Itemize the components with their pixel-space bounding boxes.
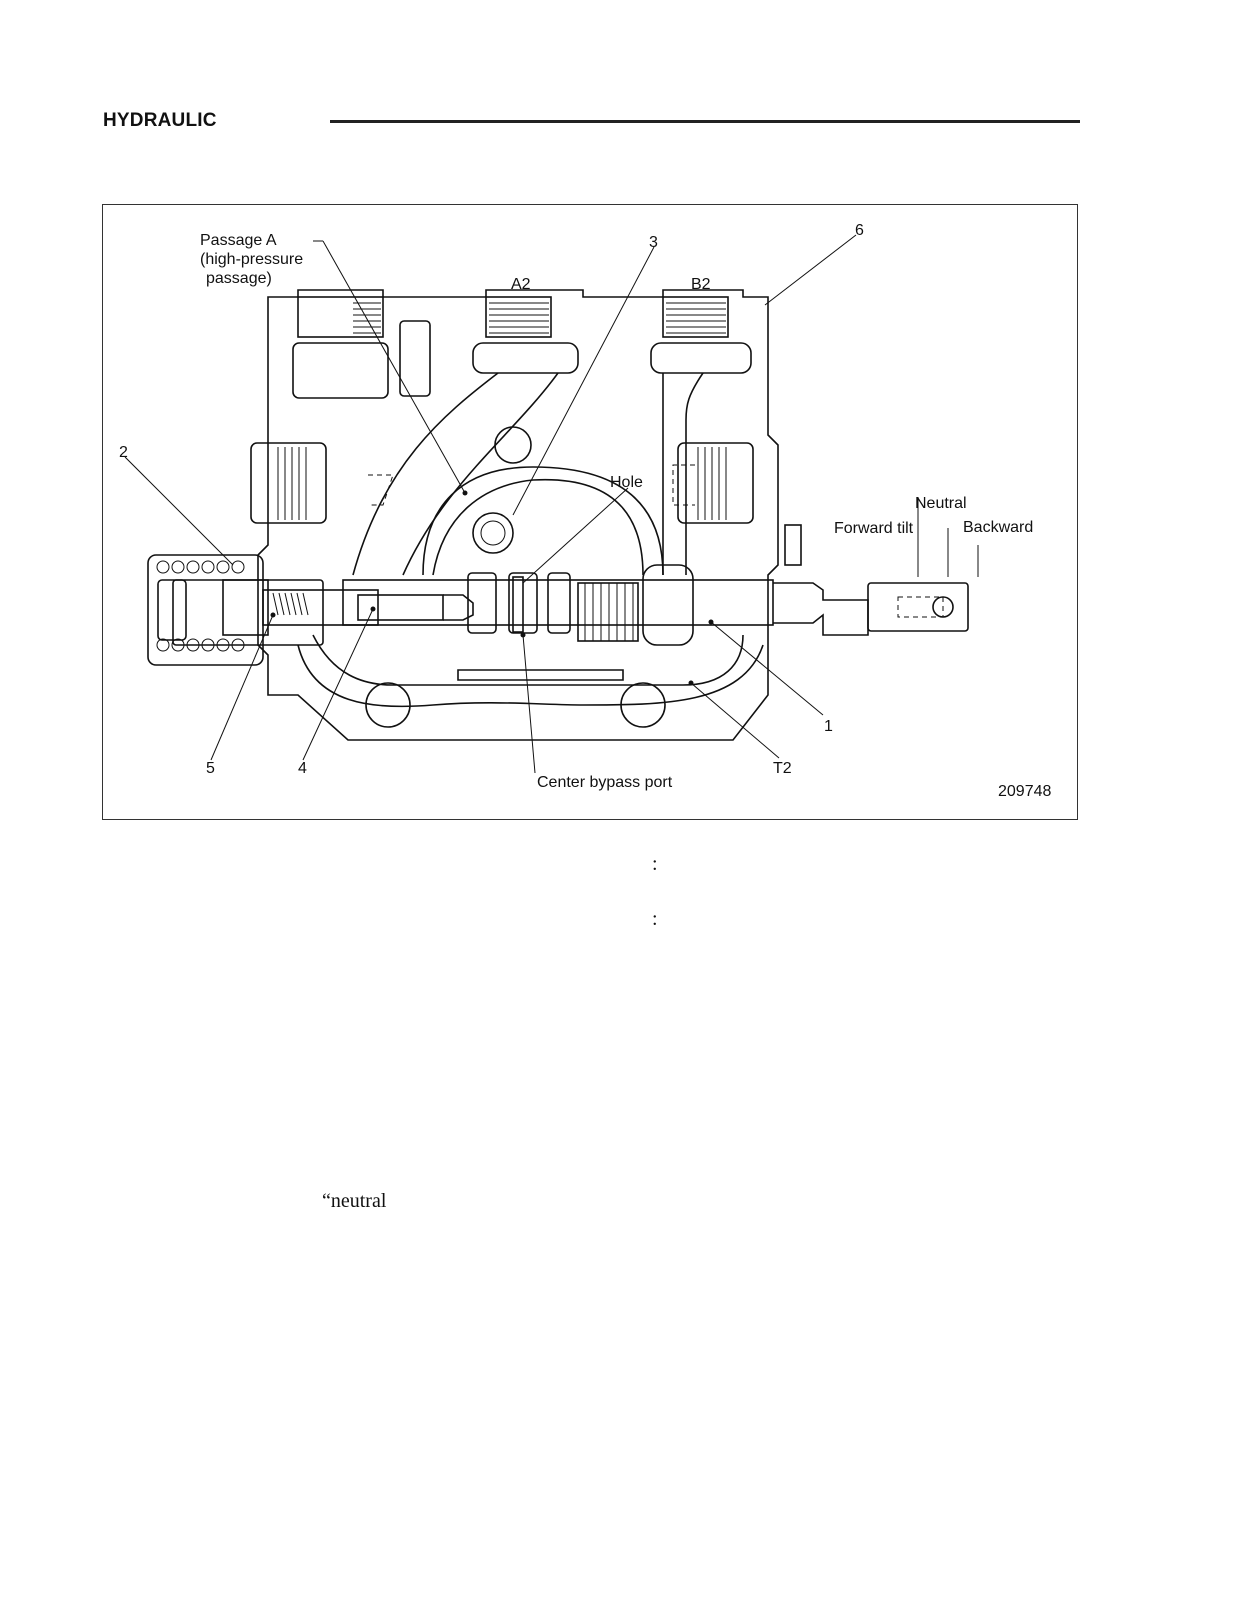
valve-diagram: Passage A (high-pressure passage) 3 6 A2… [119,222,1051,800]
passage-a-label: Passage A [200,232,277,249]
port-b2-label: B2 [691,276,711,293]
callout-4: 4 [298,760,307,777]
port-a2-label: A2 [511,276,531,293]
valve-body [250,289,802,741]
neutral-text-fragment: “neutral [322,1190,387,1212]
neutral-label: Neutral [915,495,967,512]
callout-3: 3 [649,234,658,251]
header-rule [330,120,1080,123]
passage-a-label-line2: (high-pressure [200,251,303,268]
colon-mark: : [652,908,658,930]
valve-cross-section-figure: Passage A (high-pressure passage) 3 6 A2… [102,204,1078,820]
callout-6: 6 [855,222,864,239]
figure-number: 209748 [998,783,1051,800]
spool [147,554,969,666]
callout-5: 5 [206,760,215,777]
colon-mark: : [652,853,658,875]
leader-dots [270,490,714,686]
section-title: HYDRAULIC [103,110,217,131]
center-bypass-port-label: Center bypass port [537,774,673,791]
callout-1: 1 [824,718,833,735]
forward-tilt-label: Forward tilt [834,520,914,537]
port-t2-label: T2 [773,760,792,777]
backward-label: Backward [963,519,1033,536]
leader-lines [124,234,979,774]
hole-label: Hole [610,474,643,491]
callout-2: 2 [119,444,128,461]
passage-a-label-line3: passage) [206,270,272,287]
